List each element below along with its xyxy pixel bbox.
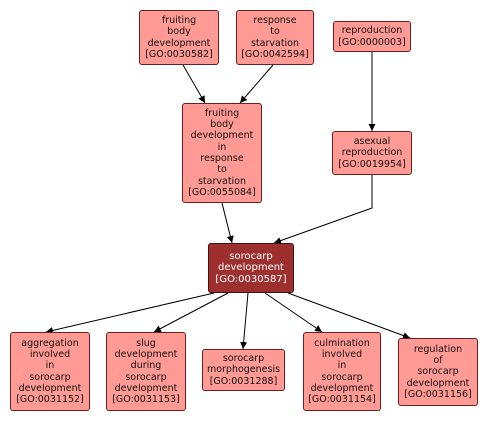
go-term-id: [GO:0030582] <box>145 48 213 60</box>
edge-GO0030587-to-GO0031288 <box>240 292 249 350</box>
go-term-label-line: reproduction <box>341 25 403 37</box>
edge-GO0055084-to-GO0030587 <box>221 202 234 244</box>
go-term-id: [GO:0000003] <box>338 36 406 48</box>
go-term-label-line: aggregation <box>21 337 79 349</box>
go-term-id: [GO:0030587] <box>215 273 287 285</box>
go-term-label-line: to <box>270 26 280 38</box>
go-term-label-line: during <box>130 360 162 372</box>
go-term-label-line: involved <box>29 348 71 360</box>
go-term-label-line: reproduction <box>341 147 403 159</box>
go-term-label-line: development <box>114 382 178 394</box>
go-term-label-line: involved <box>321 348 363 360</box>
go-term-label-line: in <box>217 141 227 153</box>
go-term-id: [GO:0019954] <box>338 158 406 170</box>
edge-GO0030587-to-GO0031152 <box>45 292 215 334</box>
go-term-label-line: of <box>433 355 443 367</box>
go-term-label-line: development <box>18 382 82 394</box>
go-term-label-line: development <box>147 37 211 49</box>
go-term-label-line: to <box>217 164 227 176</box>
go-term-label-line: body <box>210 119 234 131</box>
go-term-label-line: morphogenesis <box>206 364 281 376</box>
edge-GO0030587-to-GO0031154 <box>264 292 323 333</box>
go-term-id: [GO:0031154] <box>308 394 376 406</box>
go-term-label-line: in <box>337 360 347 372</box>
go-term-id: [GO:0042594] <box>241 48 309 60</box>
go-term-label-line: development <box>114 348 178 360</box>
go-term-id: [GO:0031153] <box>112 394 180 406</box>
go-term-label-line: development <box>190 130 254 142</box>
go-term-id: [GO:0055084] <box>188 186 256 198</box>
go-term-label-line: starvation <box>250 37 300 49</box>
go-term-label-line: fruiting <box>161 14 197 26</box>
go-term-label-line: slug <box>136 337 156 349</box>
edge-GO0030582-to-GO0055084 <box>182 64 206 104</box>
go-term-label-line: sorocarp <box>125 371 167 383</box>
go-term-label-line: starvation <box>197 175 247 187</box>
go-term-label-line: development <box>310 382 374 394</box>
go-term-label-line: asexual <box>353 136 391 148</box>
go-term-label-line: sorocarp <box>321 371 363 383</box>
go-term-id: [GO:0031152] <box>16 394 84 406</box>
go-term-label-line: culmination <box>314 337 370 349</box>
go-term-label-line: body <box>167 26 191 38</box>
go-term-label-line: development <box>218 262 284 274</box>
go-term-label-line: in <box>45 360 55 372</box>
go-term-label-line: response <box>253 14 297 26</box>
go-term-label-line: fruiting <box>204 107 240 119</box>
go-term-id: [GO:0031156] <box>404 388 472 400</box>
edge-GO0030587-to-GO0031153 <box>153 292 229 333</box>
edge-GO0030587-to-GO0031156 <box>287 292 411 339</box>
go-term-label-line: sorocarp <box>222 353 265 365</box>
go-term-label-line: regulation <box>413 343 463 355</box>
edge-GO0019954-to-GO0030587 <box>273 175 373 244</box>
go-term-label-line: sorocarp <box>229 250 273 262</box>
go-term-id: [GO:0031288] <box>209 375 278 387</box>
go-term-node-go0000003[interactable]: reproduction[GO:0000003] <box>333 21 411 52</box>
go-term-label-line: sorocarp <box>417 366 459 378</box>
go-term-label-line: sorocarp <box>29 371 71 383</box>
edge-GO0042594-to-GO0055084 <box>239 64 274 104</box>
go-term-label-line: development <box>406 377 470 389</box>
go-term-label-line: response <box>200 153 244 164</box>
